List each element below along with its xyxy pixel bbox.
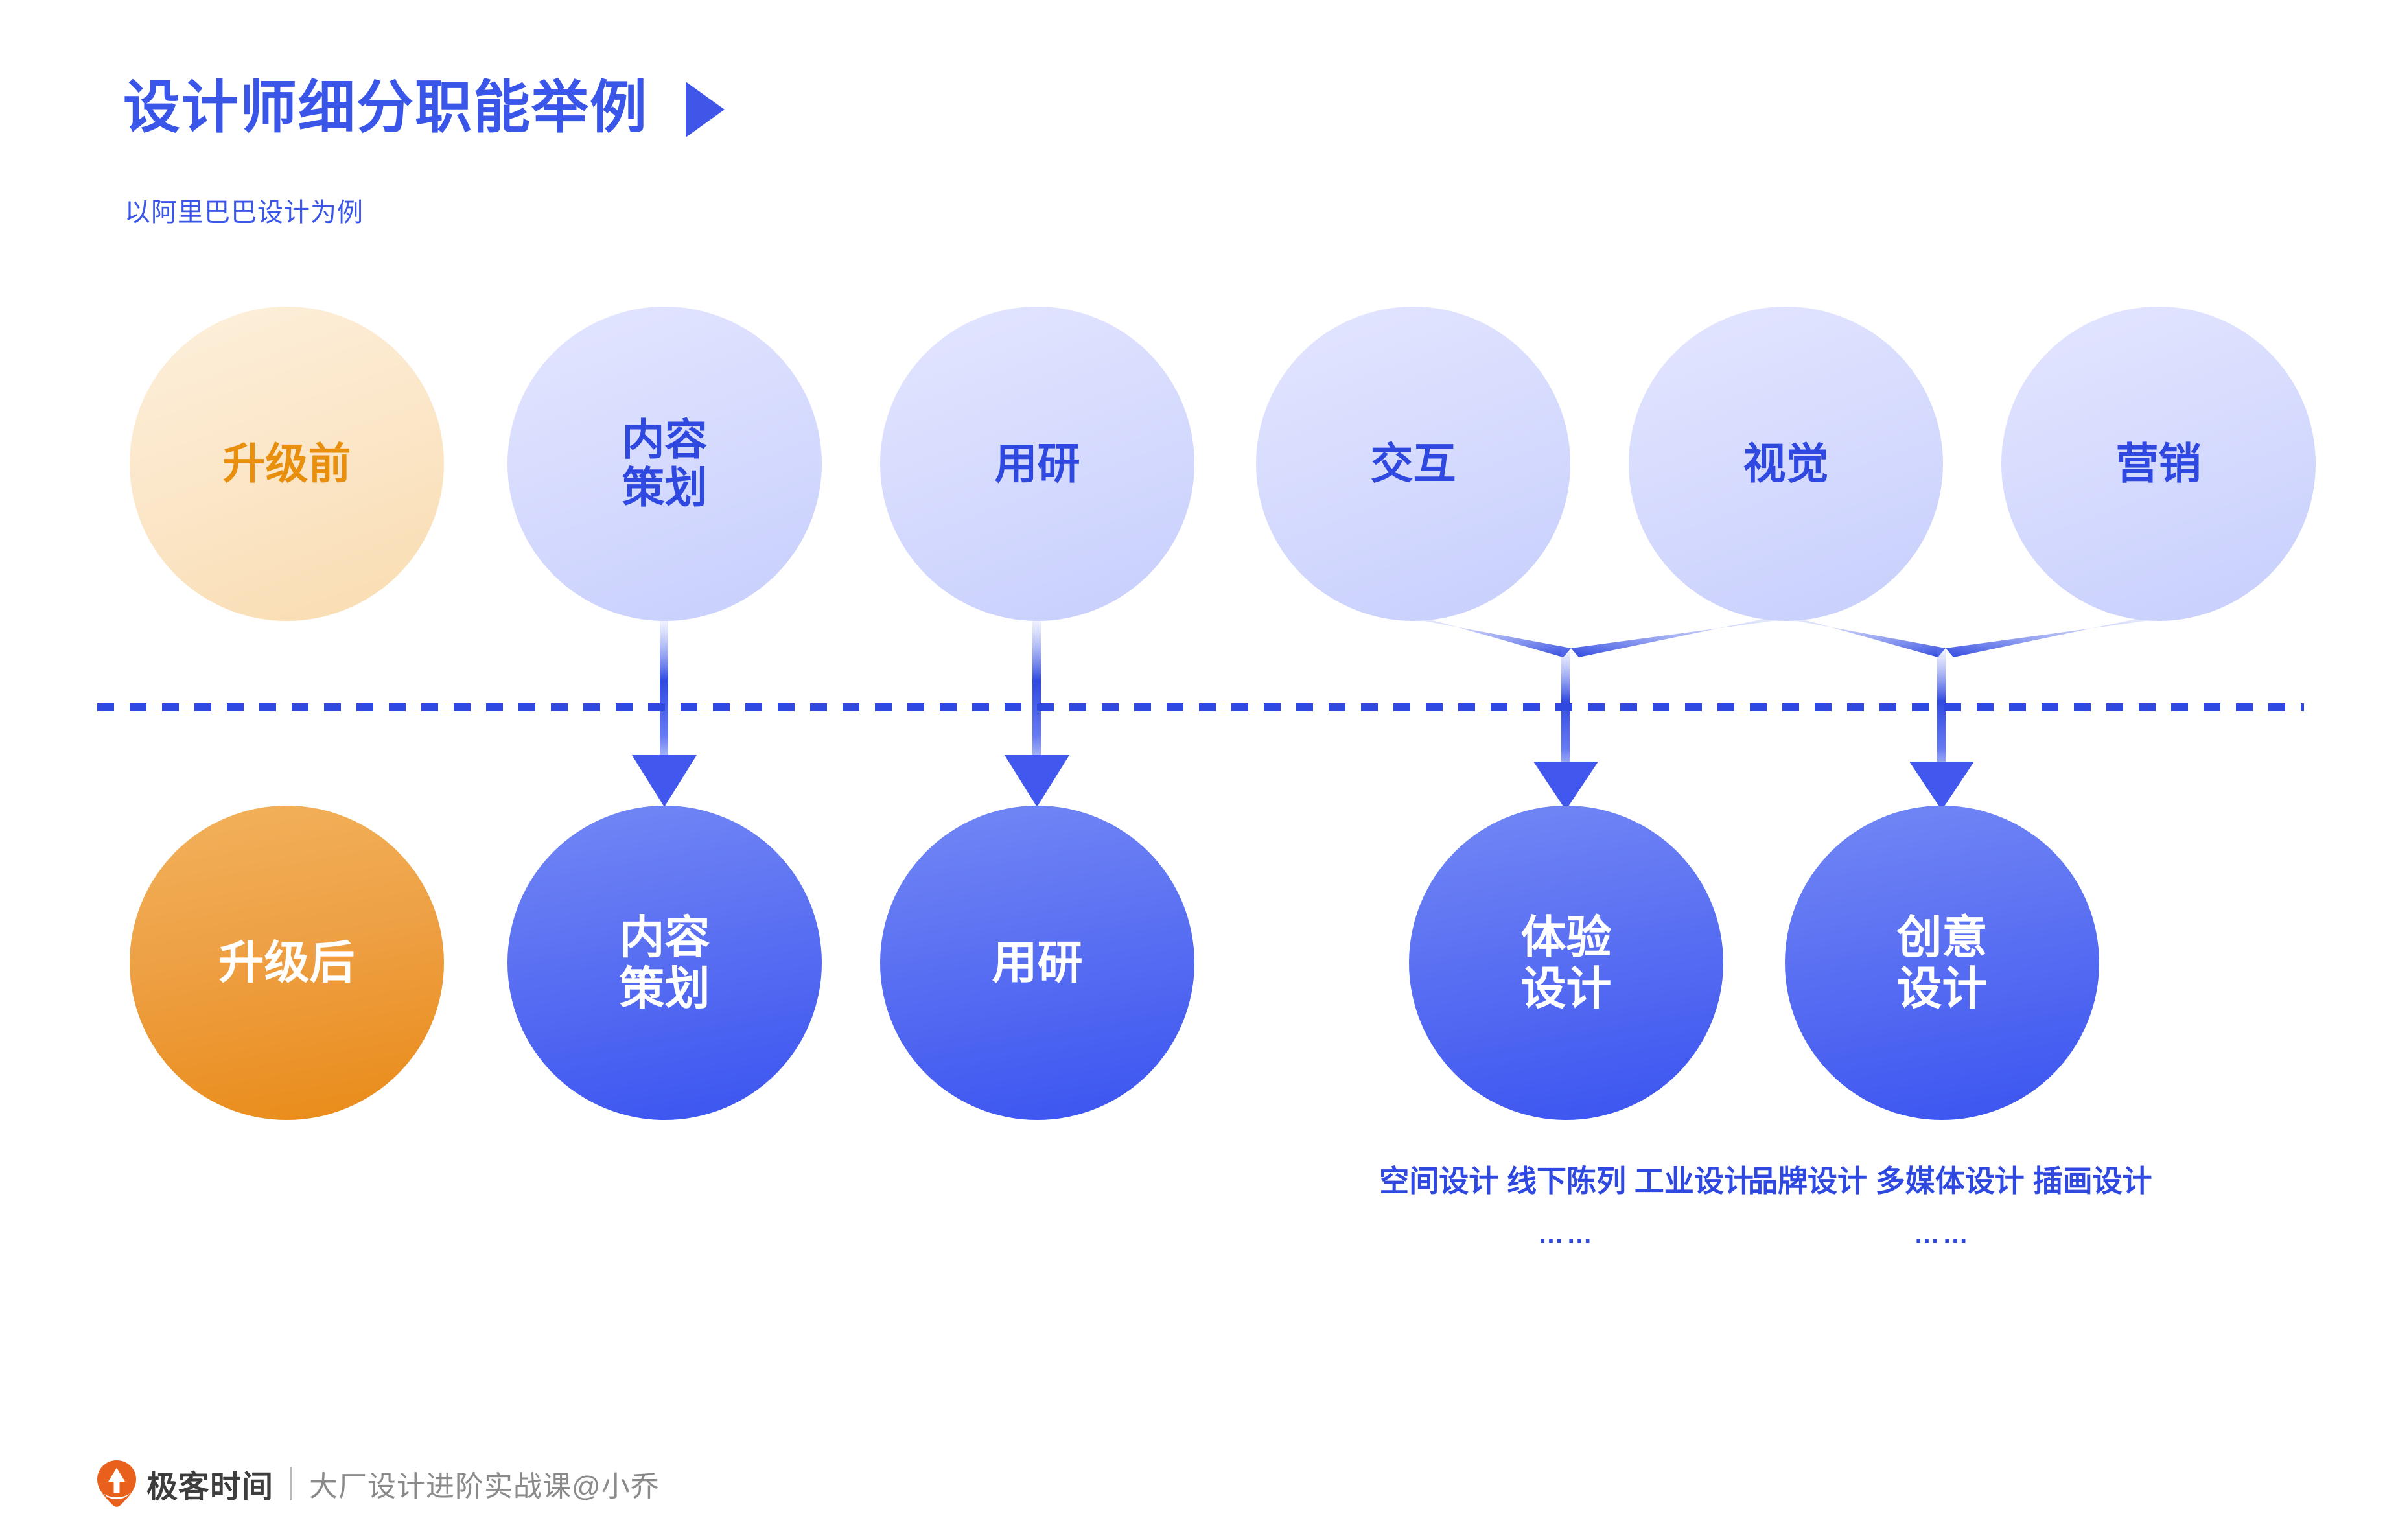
footer-brand: 极客时间 [146,1470,274,1504]
sub-label-item: 多媒体设计 [1875,1164,2025,1198]
sub-label-item: 工业设计 [1634,1164,1754,1198]
node-label-line1: 内容 [619,912,710,963]
sub-label-item: 插画设计 [2032,1164,2152,1198]
node-label-line1: 创意 [1896,912,1988,963]
node-before-visual[interactable]: 视觉 [1629,307,1943,621]
play-triangle-icon[interactable] [686,82,725,137]
connector-content-planning [632,619,697,807]
footer: 极客时间 大厂设计进阶实战课@小乔 [96,1460,660,1508]
node-label-line1: 营销 [2115,439,2202,487]
page-title-row: 设计师细分职能举例 [123,78,725,137]
node-label-line1: 体验 [1520,912,1612,963]
footer-note: 大厂设计进阶实战课@小乔 [309,1471,660,1502]
sub-label-experience-design: 空间设计 线下陈列 工业设计 …… [1372,1160,1761,1254]
node-after-experience-design[interactable]: 体验 设计 [1409,806,1723,1120]
badge-after-label: 升级后 [218,937,355,988]
node-label-line2: 策划 [619,962,710,1014]
sub-label-ellipsis: …… [1914,1220,1971,1250]
sub-label-creative-design: 品牌设计 多媒体设计 插画设计 …… [1748,1160,2152,1254]
node-after-creative-design[interactable]: 创意 设计 [1785,806,2099,1120]
connector-experience-design [1413,614,1786,810]
badge-before-label: 升级前 [222,439,351,487]
node-label-line2: 设计 [1896,962,1988,1014]
node-label-line1: 内容 [622,415,708,463]
badge-after[interactable]: 升级后 [130,806,444,1120]
node-before-interaction[interactable]: 交互 [1256,307,1570,621]
before-after-divider [97,703,2304,711]
node-before-user-research[interactable]: 用研 [880,307,1194,621]
sub-label-item: 品牌设计 [1748,1164,1867,1198]
connector-creative-design [1786,614,2158,810]
node-after-content-planning[interactable]: 内容 策划 [507,806,822,1120]
sub-label-item: 空间设计 [1379,1164,1499,1198]
node-label-line1: 用研 [994,439,1080,487]
node-before-content-planning[interactable]: 内容 策划 [507,307,822,621]
badge-before[interactable]: 升级前 [130,307,444,621]
node-label-line1: 用研 [992,937,1083,988]
node-label-line1: 视觉 [1743,439,1829,487]
node-label-line1: 交互 [1370,439,1456,487]
node-after-user-research[interactable]: 用研 [880,806,1194,1120]
node-label-line2: 设计 [1520,962,1612,1014]
node-before-marketing[interactable]: 营销 [2001,307,2316,621]
geekbang-pin-icon [97,1460,136,1507]
node-label-line2: 策划 [622,463,708,511]
sub-label-ellipsis: …… [1538,1220,1595,1250]
page-title: 设计师细分职能举例 [123,75,649,139]
footer-divider [290,1467,293,1500]
connector-user-research [1005,619,1069,807]
page-subtitle: 以阿里巴巴设计为例 [124,198,364,227]
sub-label-item: 线下陈列 [1507,1164,1626,1198]
